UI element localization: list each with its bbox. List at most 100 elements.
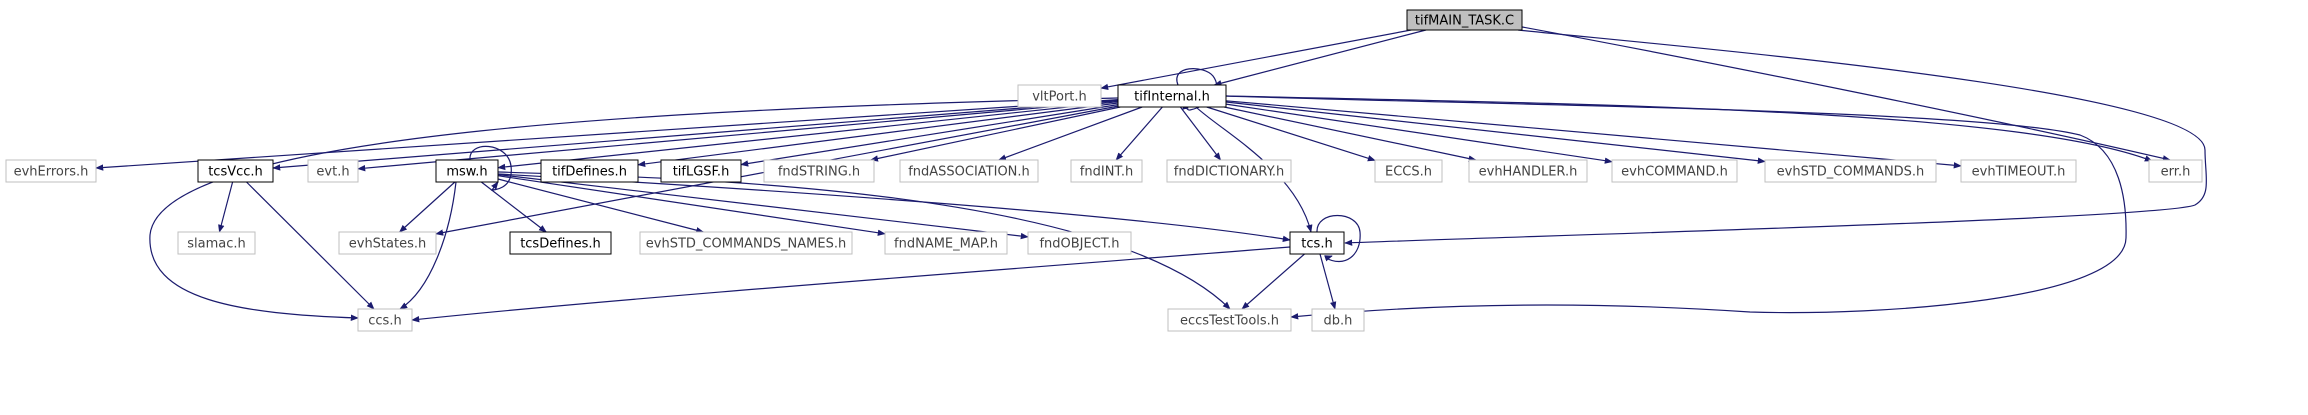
node-tcs[interactable]: tcs.h bbox=[1289, 231, 1345, 255]
edge-root-to-tifInternal bbox=[1213, 29, 1427, 87]
node-box-fndASSOCIATION bbox=[899, 159, 1039, 183]
node-box-evhSTD_COMMANDS bbox=[1764, 159, 1937, 183]
node-label-evhHANDLER: evhHANDLER.h bbox=[1479, 165, 1578, 180]
node-eccsTestTools: eccsTestTools.h bbox=[1167, 308, 1292, 332]
edge-tifInternal-to-evhSTD_COMMANDS bbox=[1225, 101, 1766, 164]
node-evhSTD_COMMANDS_NAMES: evhSTD_COMMANDS_NAMES.h bbox=[639, 231, 853, 255]
edge-tifInternal-to-err bbox=[1225, 95, 2153, 162]
node-box-tifLGSF bbox=[660, 159, 742, 183]
node-evt: evt.h bbox=[307, 159, 359, 183]
edge-tifInternal-to-evhCOMMAND bbox=[1225, 103, 1613, 164]
node-tcsVcc[interactable]: tcsVcc.h bbox=[197, 159, 274, 183]
node-label-ccs: ccs.h bbox=[368, 314, 401, 329]
node-tifLGSF[interactable]: tifLGSF.h bbox=[660, 159, 742, 183]
edge-msw-to-evhStates bbox=[399, 181, 456, 233]
node-msw[interactable]: msw.h bbox=[435, 159, 499, 183]
node-label-db: db.h bbox=[1324, 314, 1353, 329]
node-box-evhTIMEOUT bbox=[1960, 159, 2077, 183]
edge-tcs-to-db bbox=[1319, 253, 1337, 310]
node-box-err bbox=[2148, 159, 2203, 183]
edge-msw-to-msw bbox=[469, 145, 512, 191]
node-ccs: ccs.h bbox=[357, 308, 413, 332]
node-slamac: slamac.h bbox=[177, 231, 256, 255]
edge-tifInternal-to-evhTIMEOUT bbox=[1225, 100, 1962, 169]
edge-tifInternal-to-fndDICTIONARY bbox=[1179, 106, 1222, 161]
node-label-evhSTD_COMMANDS_NAMES: evhSTD_COMMANDS_NAMES.h bbox=[646, 237, 846, 252]
node-box-eccsTestTools bbox=[1167, 308, 1292, 332]
edge-root-to-err bbox=[1516, 25, 2171, 162]
edge-tifInternal-to-tifLGSF bbox=[740, 104, 1119, 167]
node-fndSTRING: fndSTRING.h bbox=[763, 159, 875, 183]
edge-tifInternal-to-tcs bbox=[1195, 106, 1313, 233]
edge-tifInternal-to-fndASSOCIATION bbox=[998, 106, 1143, 161]
node-fndINT: fndINT.h bbox=[1070, 159, 1143, 183]
node-err: err.h bbox=[2148, 159, 2203, 183]
node-fndDICTIONARY: fndDICTIONARY.h bbox=[1166, 159, 1292, 183]
node-fndOBJECT: fndOBJECT.h bbox=[1027, 231, 1132, 255]
node-label-fndSTRING: fndSTRING.h bbox=[778, 165, 860, 180]
node-box-fndINT bbox=[1070, 159, 1143, 183]
node-label-tcsDefines: tcsDefines.h bbox=[520, 237, 601, 252]
edge-msw-to-ccs bbox=[399, 181, 457, 310]
edge-tcs-to-ccs bbox=[411, 246, 1291, 323]
edge-msw-to-fndOBJECT bbox=[497, 174, 1029, 240]
edge-msw-to-evhSTD_COMMANDS_NAMES bbox=[497, 178, 705, 234]
node-box-tcs bbox=[1289, 231, 1345, 255]
edge-root-to-tcs bbox=[1344, 29, 2208, 246]
node-box-msw bbox=[435, 159, 499, 183]
node-box-db bbox=[1311, 308, 1365, 332]
node-fndNAME_MAP: fndNAME_MAP.h bbox=[884, 231, 1008, 255]
node-label-root: tifMAIN_TASK.C bbox=[1415, 14, 1514, 29]
node-box-evhStates bbox=[338, 231, 437, 255]
node-label-evhErrors: evhErrors.h bbox=[14, 165, 89, 180]
node-box-tifInternal bbox=[1117, 84, 1227, 108]
edge-tifInternal-to-evhHANDLER bbox=[1224, 106, 1477, 162]
node-label-err: err.h bbox=[2161, 165, 2191, 180]
node-box-tcsDefines bbox=[509, 231, 612, 255]
node-label-fndNAME_MAP: fndNAME_MAP.h bbox=[894, 237, 998, 252]
node-box-vltPort bbox=[1017, 84, 1102, 108]
node-label-fndDICTIONARY: fndDICTIONARY.h bbox=[1174, 165, 1285, 180]
node-label-evhTIMEOUT: evhTIMEOUT.h bbox=[1972, 165, 2066, 180]
node-box-evhCOMMAND bbox=[1611, 159, 1738, 183]
node-root: tifMAIN_TASK.C bbox=[1406, 9, 1523, 31]
edge-tcs-to-eccsTestTools bbox=[1241, 253, 1305, 310]
edge-tifInternal-to-fndINT bbox=[1115, 106, 1163, 161]
node-label-evhCOMMAND: evhCOMMAND.h bbox=[1621, 165, 1728, 180]
edge-msw-to-fndNAME_MAP bbox=[497, 175, 886, 236]
node-evhTIMEOUT: evhTIMEOUT.h bbox=[1960, 159, 2077, 183]
node-box-ECCS bbox=[1374, 159, 1443, 183]
edge-root-to-vltPort bbox=[1100, 29, 1412, 91]
node-label-fndINT: fndINT.h bbox=[1080, 165, 1133, 180]
node-tifInternal[interactable]: tifInternal.h bbox=[1117, 84, 1227, 108]
node-tifDefines[interactable]: tifDefines.h bbox=[540, 159, 639, 183]
node-box-slamac bbox=[177, 231, 256, 255]
node-tcsDefines[interactable]: tcsDefines.h bbox=[509, 231, 612, 255]
node-box-evhErrors bbox=[5, 159, 97, 183]
node-box-fndSTRING bbox=[763, 159, 875, 183]
node-vltPort: vltPort.h bbox=[1017, 84, 1102, 108]
node-label-tcs: tcs.h bbox=[1301, 237, 1332, 252]
node-label-slamac: slamac.h bbox=[187, 237, 246, 252]
edge-tifInternal-to-evt bbox=[357, 100, 1119, 172]
edge-tifInternal-to-tcsVcc bbox=[272, 99, 1119, 171]
node-label-ECCS: ECCS.h bbox=[1385, 165, 1432, 180]
node-label-evt: evt.h bbox=[316, 165, 349, 180]
edge-tifInternal-to-tifDefines bbox=[637, 102, 1119, 168]
node-label-tifInternal: tifInternal.h bbox=[1134, 90, 1210, 105]
node-box-root bbox=[1406, 9, 1523, 31]
node-box-fndNAME_MAP bbox=[884, 231, 1008, 255]
node-evhErrors: evhErrors.h bbox=[5, 159, 97, 183]
edge-tifInternal-to-eccsTestTools bbox=[1225, 95, 2127, 320]
edge-msw-to-tcsDefines bbox=[480, 181, 547, 233]
node-evhSTD_COMMANDS: evhSTD_COMMANDS.h bbox=[1764, 159, 1937, 183]
node-ECCS: ECCS.h bbox=[1374, 159, 1443, 183]
node-box-fndOBJECT bbox=[1027, 231, 1132, 255]
nodes-layer: tifMAIN_TASK.C vltPort.h tifInternal.h evhE… bbox=[5, 9, 2203, 332]
node-box-evhSTD_COMMANDS_NAMES bbox=[639, 231, 853, 255]
node-label-eccsTestTools: eccsTestTools.h bbox=[1180, 314, 1279, 329]
edge-tcs-to-tcs bbox=[1316, 214, 1361, 263]
edge-tifInternal-to-evhErrors bbox=[95, 99, 1119, 171]
edge-tcsVcc-to-ccs bbox=[246, 181, 375, 310]
